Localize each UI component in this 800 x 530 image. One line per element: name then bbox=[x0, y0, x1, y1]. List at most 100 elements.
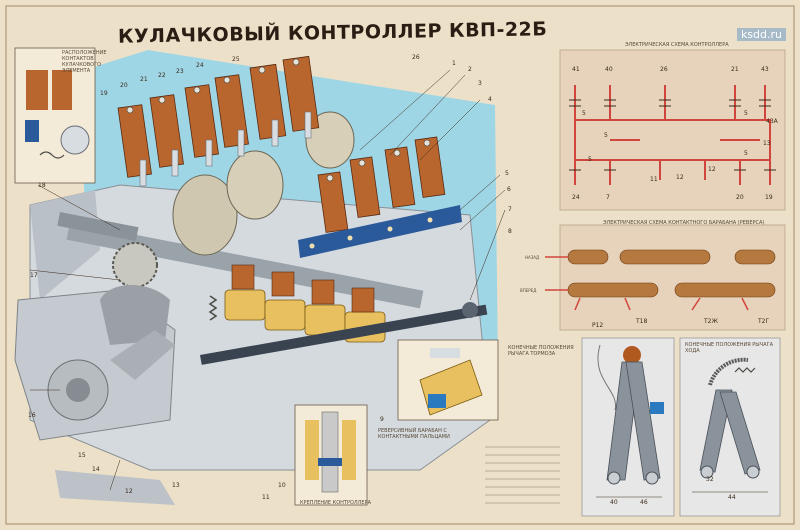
part-number-18: 18 bbox=[38, 182, 46, 189]
poster-frame bbox=[5, 5, 795, 525]
scheme-bottom-19: 19 bbox=[765, 194, 773, 201]
part-number-21: 21 bbox=[140, 76, 148, 83]
scheme-top-43: 43 bbox=[761, 66, 769, 73]
scheme-mid-13: 13 bbox=[763, 140, 771, 147]
drive-dimension-left: 32 bbox=[706, 476, 714, 483]
reverse-inset-finger bbox=[430, 348, 460, 358]
cam-drum-1 bbox=[172, 174, 238, 256]
inset-roller bbox=[60, 125, 90, 155]
reverser-terminal-t2g: Т2Г bbox=[758, 318, 770, 325]
part-number-7: 7 bbox=[508, 206, 512, 213]
scheme-bottom-7: 7 bbox=[606, 194, 610, 201]
drive-sector-gear bbox=[708, 357, 749, 386]
part-number-22: 22 bbox=[158, 72, 166, 79]
scheme-top-26: 26 bbox=[660, 66, 668, 73]
reverser-wires bbox=[545, 256, 749, 311]
part-number-17: 17 bbox=[30, 272, 38, 279]
blue-busbar bbox=[298, 205, 462, 258]
cam-drum-2 bbox=[226, 150, 284, 220]
part-number-1: 1 bbox=[452, 60, 456, 67]
scheme-mid-12: 12 bbox=[708, 166, 716, 173]
scheme-bottom-12: 12 bbox=[676, 174, 684, 181]
part-number-14: 14 bbox=[92, 466, 100, 473]
reverser-scheme-panel bbox=[559, 224, 786, 331]
scheme-mid-11: 11 bbox=[650, 176, 658, 183]
part-number-10: 10 bbox=[278, 482, 286, 489]
drive-lever-panel bbox=[679, 337, 781, 517]
part-number-11: 11 bbox=[262, 494, 270, 501]
scheme-mid-5d: 5 bbox=[588, 156, 592, 163]
brake-insulator bbox=[650, 402, 664, 414]
legend-lines bbox=[485, 446, 560, 504]
controller-scheme-contacts bbox=[569, 99, 776, 171]
caption-brake-lever: КОНЕЧНЫЕ ПОЛОЖЕНИЯ РЫЧАГА ТОРМОЗА bbox=[508, 345, 574, 357]
scheme-mid-43a: 43А bbox=[766, 118, 778, 125]
part-number-23: 23 bbox=[176, 68, 184, 75]
part-number-13: 13 bbox=[172, 482, 180, 489]
controller-scheme-wires bbox=[574, 85, 771, 185]
part-number-9: 9 bbox=[380, 416, 384, 423]
part-number-2: 2 bbox=[468, 66, 472, 73]
part-number-20: 20 bbox=[120, 82, 128, 89]
shaft-end bbox=[57, 212, 139, 242]
caption-controller-scheme: ЭЛЕКТРИЧЕСКАЯ СХЕМА КОНТРОЛЛЕРА bbox=[625, 42, 729, 48]
caption-fastening: КРЕПЛЕНИЕ КОНТРОЛЛЕРА bbox=[300, 500, 372, 506]
lower-contact-block bbox=[231, 264, 375, 313]
scheme-bottom-24: 24 bbox=[572, 194, 580, 201]
part-number-6: 6 bbox=[507, 186, 511, 193]
lever-axle bbox=[66, 378, 90, 402]
fastening-right-block bbox=[342, 420, 356, 480]
part-number-5: 5 bbox=[505, 170, 509, 177]
brake-dimension-left: 40 bbox=[610, 499, 618, 506]
reverser-terminal-t2zh: Т2Ж bbox=[704, 318, 718, 325]
drive-dimension-right: 44 bbox=[728, 494, 736, 501]
reverse-inset-insulator bbox=[428, 394, 446, 408]
sector-gear bbox=[100, 285, 170, 345]
lever-arm bbox=[110, 330, 175, 380]
brake-lever-2 bbox=[625, 361, 661, 481]
watermark: ksdd.ru bbox=[736, 28, 786, 41]
reverse-shaft bbox=[199, 304, 488, 365]
inset-insulator bbox=[25, 120, 39, 142]
inset-spring bbox=[39, 151, 65, 159]
scheme-top-40: 40 bbox=[605, 66, 613, 73]
label-reverse-back: НАЗАД bbox=[525, 255, 540, 260]
reverser-terminal-t18: Т18 bbox=[636, 318, 648, 325]
part-number-12: 12 bbox=[125, 488, 133, 495]
caption-reverser-scheme: ЭЛЕКТРИЧЕСКАЯ СХЕМА КОНТАКТНОГО БАРАБАНА… bbox=[603, 220, 765, 226]
spring bbox=[208, 295, 218, 321]
reverser-terminal-r12: Р12 bbox=[592, 322, 604, 329]
scheme-top-21: 21 bbox=[731, 66, 739, 73]
terminal-studs bbox=[126, 58, 431, 182]
busbar-bolts bbox=[309, 217, 433, 249]
inset-contact bbox=[26, 70, 48, 110]
part-number-26: 26 bbox=[412, 54, 420, 61]
contact-fingers bbox=[139, 111, 312, 187]
brake-dimension-right: 46 bbox=[640, 499, 648, 506]
scheme-mid-5e: 5 bbox=[744, 150, 748, 157]
part-number-8: 8 bbox=[508, 228, 512, 235]
foot-plate bbox=[55, 470, 175, 505]
caption-contact-arrangement: РАСПОЛОЖЕНИЕ КОНТАКТОВ КУЛАЧКОВОГО ЭЛЕМЕ… bbox=[62, 50, 107, 74]
part-number-3: 3 bbox=[478, 80, 482, 87]
brake-pivot-arc bbox=[597, 344, 617, 411]
shaft-bearing bbox=[462, 302, 478, 318]
part-number-19: 19 bbox=[100, 90, 108, 97]
scheme-mid-5c: 5 bbox=[744, 110, 748, 117]
scheme-bottom-20: 20 bbox=[736, 194, 744, 201]
gear bbox=[112, 242, 158, 288]
contact-row-upper bbox=[117, 55, 446, 233]
caption-reverse-drum: РЕВЕРСИВНЫЙ БАРАБАН С КОНТАКТНЫМИ ПАЛЬЦА… bbox=[378, 428, 450, 440]
drive-lever-1 bbox=[699, 389, 733, 473]
label-reverse-forward: ВПЕРЕД bbox=[520, 288, 537, 293]
part-number-4: 4 bbox=[488, 96, 492, 103]
reverser-drum-segments bbox=[567, 249, 776, 298]
fastening-bolt bbox=[321, 411, 339, 493]
brake-hub bbox=[623, 346, 641, 364]
part-number-25: 25 bbox=[232, 56, 240, 63]
scheme-mid-5b: 5 bbox=[604, 132, 608, 139]
drive-spring bbox=[734, 367, 756, 373]
scheme-top-41: 41 bbox=[572, 66, 580, 73]
